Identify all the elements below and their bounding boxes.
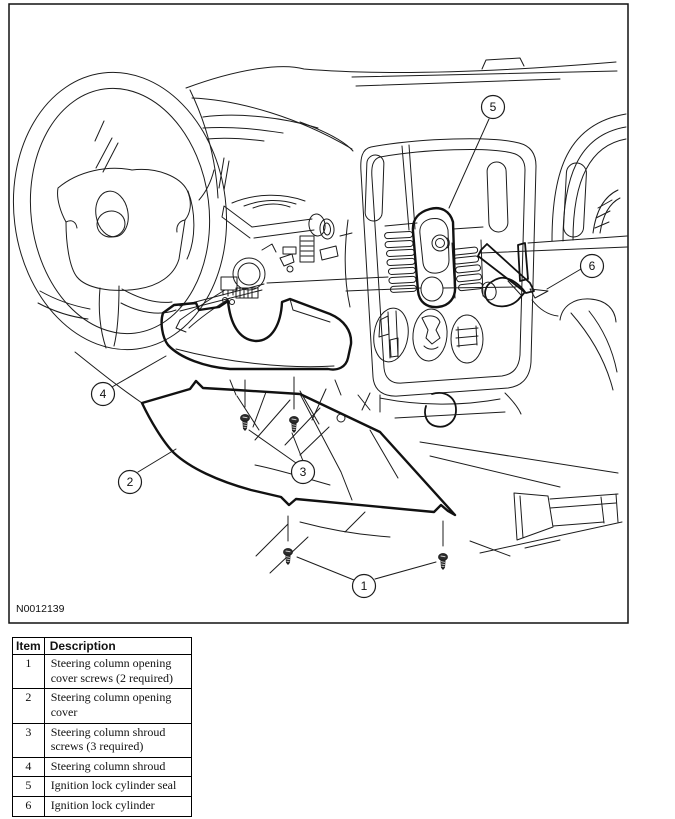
shroud-screws <box>239 376 300 433</box>
parts-legend-table: Item Description 1 Steering column openi… <box>12 637 192 817</box>
left-pillar-vent <box>364 154 385 222</box>
table-row: 5 Ignition lock cylinder seal <box>12 776 192 797</box>
callout-6-leader <box>546 268 582 290</box>
item-number: 2 <box>12 688 45 724</box>
callout-2-leader <box>137 448 177 473</box>
figure-border <box>8 3 629 624</box>
callout-5-label: 5 <box>490 100 497 114</box>
callout-3: 3 <box>290 459 316 485</box>
item-number: 5 <box>12 776 45 797</box>
cover-screws <box>282 515 449 570</box>
callout-1-label: 1 <box>361 579 368 593</box>
callout-6: 6 <box>579 253 605 279</box>
item-description: Steering column opening cover screws (2 … <box>43 653 192 690</box>
item-description: Steering column shroud screws (3 require… <box>43 722 192 758</box>
table-row: 2 Steering column opening cover <box>12 688 192 724</box>
callout-1-leader <box>296 556 437 581</box>
callout-3-leader <box>248 429 304 464</box>
item-number: 6 <box>12 796 45 817</box>
table-row: 4 Steering column shroud <box>12 756 192 778</box>
steering-wheel <box>12 71 228 404</box>
under-dash-structure <box>255 411 623 574</box>
item-number: 1 <box>12 653 45 690</box>
callout-4-leader <box>111 355 167 388</box>
ignition-lock-cylinder-seal <box>345 207 517 309</box>
callout-6-label: 6 <box>589 259 596 273</box>
right-pillar-vent <box>486 161 509 233</box>
hvac-knobs <box>373 307 484 364</box>
table-row: 6 Ignition lock cylinder <box>12 796 192 817</box>
ignition-lock-cylinder <box>477 242 559 317</box>
callout-3-label: 3 <box>300 465 307 479</box>
callout-leaders <box>111 118 582 581</box>
item-description: Steering column opening cover <box>43 688 192 724</box>
callout-5-leader <box>448 118 490 209</box>
callout-2: 2 <box>117 469 143 495</box>
center-stack <box>357 138 537 415</box>
item-description: Ignition lock cylinder seal <box>43 776 192 797</box>
callout-2-label: 2 <box>127 475 134 489</box>
item-number: 4 <box>12 756 45 778</box>
item-description: Steering column shroud <box>43 756 192 778</box>
callout-4-label: 4 <box>100 387 107 401</box>
steering-column-internals <box>175 205 389 333</box>
table-row: 1 Steering column opening cover screws (… <box>12 653 192 690</box>
table-header-row: Item Description <box>12 637 192 655</box>
steering-column-shroud <box>160 297 353 371</box>
callout-1: 1 <box>351 573 377 599</box>
horn-emblem-oval <box>95 190 129 238</box>
column-header-description: Description <box>43 637 192 655</box>
table-row: 3 Steering column shroud screws (3 requi… <box>12 722 192 758</box>
callout-4: 4 <box>90 381 116 407</box>
column-header-item: Item <box>12 637 45 655</box>
passenger-dash-arch <box>479 113 628 391</box>
figure-id-label: N0012139 <box>16 603 65 615</box>
item-description: Ignition lock cylinder <box>43 796 192 817</box>
callout-5: 5 <box>480 94 506 120</box>
column-bracket-area <box>229 379 457 446</box>
item-number: 3 <box>12 722 45 758</box>
